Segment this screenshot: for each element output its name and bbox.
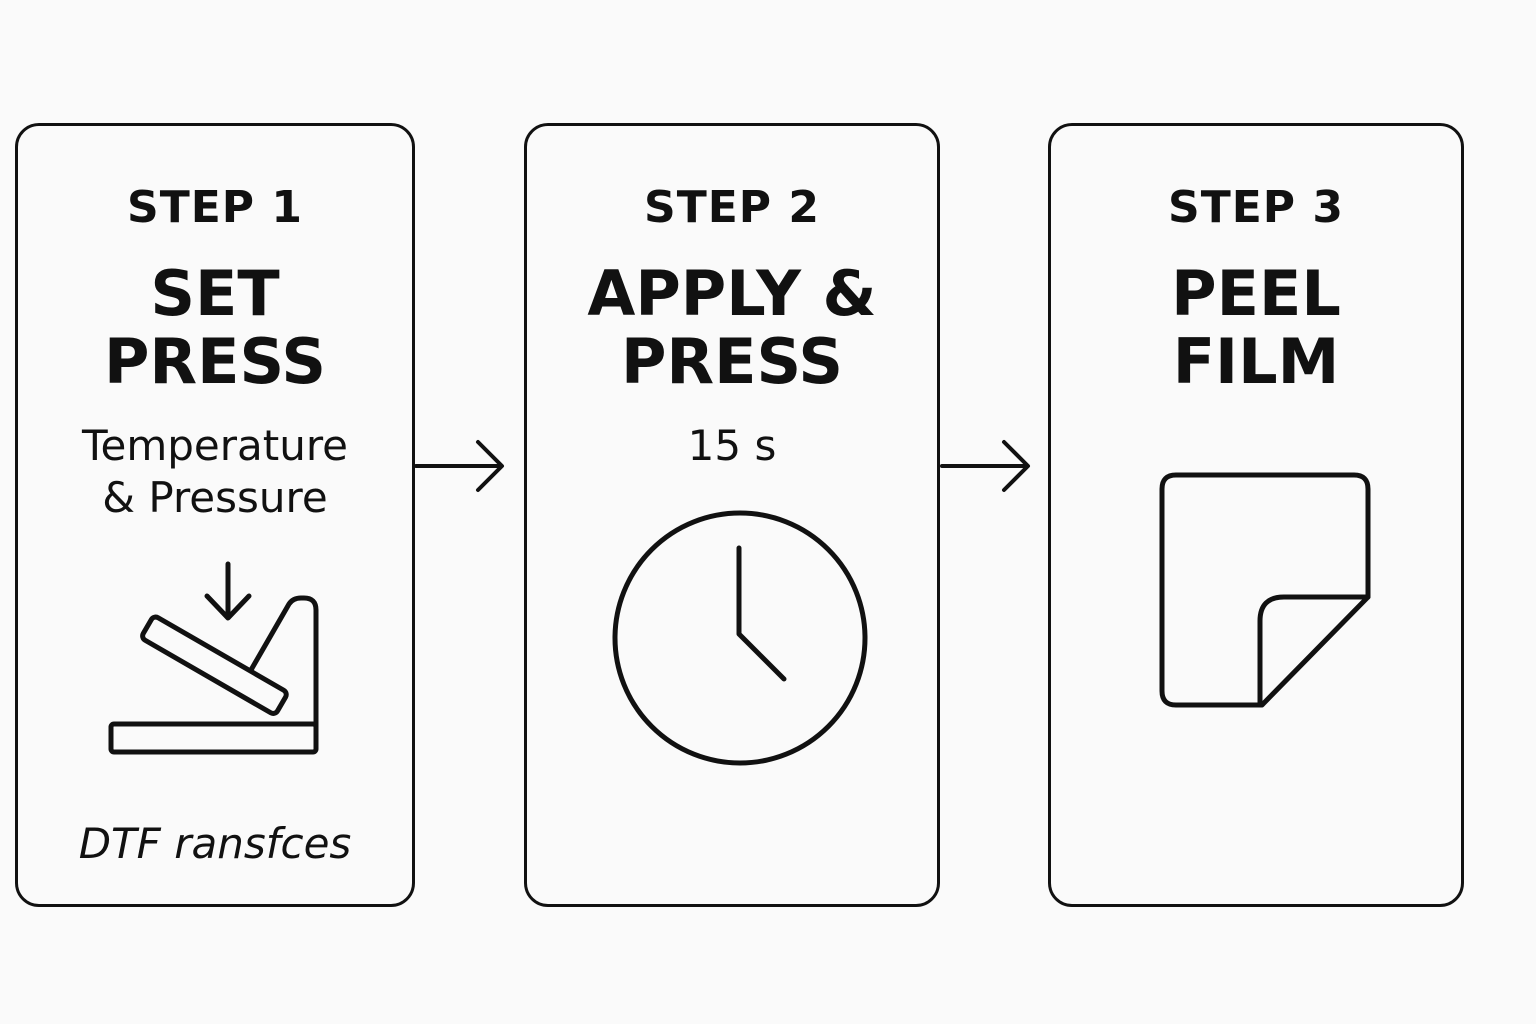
step-1-title-line-1: SET	[150, 257, 280, 330]
step-3-title-line-2: FILM	[1172, 325, 1340, 398]
step-2-duration: 15 s	[687, 421, 777, 470]
step-1-caption: DTF ransfces	[78, 819, 352, 868]
step-3-label: STEP 3	[1168, 182, 1344, 233]
step-2-title-line-1: APPLY &	[587, 257, 877, 330]
step-2-description: 15 s	[527, 420, 937, 472]
step-2-label: STEP 2	[644, 182, 820, 233]
step-3-title-line-1: PEEL	[1171, 257, 1341, 330]
step-1-title-line-2: PRESS	[103, 325, 327, 398]
step-1-description-line-1: Temperature	[81, 421, 349, 470]
clock-icon	[612, 510, 868, 766]
arrow-right-icon	[940, 440, 1030, 492]
step-2-card: STEP 2 APPLY & PRESS 15 s	[524, 123, 940, 907]
step-1-description-line-2: & Pressure	[102, 473, 328, 522]
step-3-card: STEP 3 PEEL FILM	[1048, 123, 1464, 907]
peeling-film-icon	[1159, 472, 1371, 708]
arrow-right-icon	[414, 440, 504, 492]
step-1-title: SET PRESS	[18, 260, 412, 396]
step-3-title: PEEL FILM	[1051, 260, 1461, 396]
step-1-label: STEP 1	[127, 182, 303, 233]
step-1-card: STEP 1 SET PRESS Temperature & Pressure …	[15, 123, 415, 907]
step-1-description: Temperature & Pressure	[18, 420, 412, 524]
step-2-title-line-2: PRESS	[620, 325, 844, 398]
heat-press-icon	[108, 561, 319, 755]
step-2-title: APPLY & PRESS	[527, 260, 937, 396]
